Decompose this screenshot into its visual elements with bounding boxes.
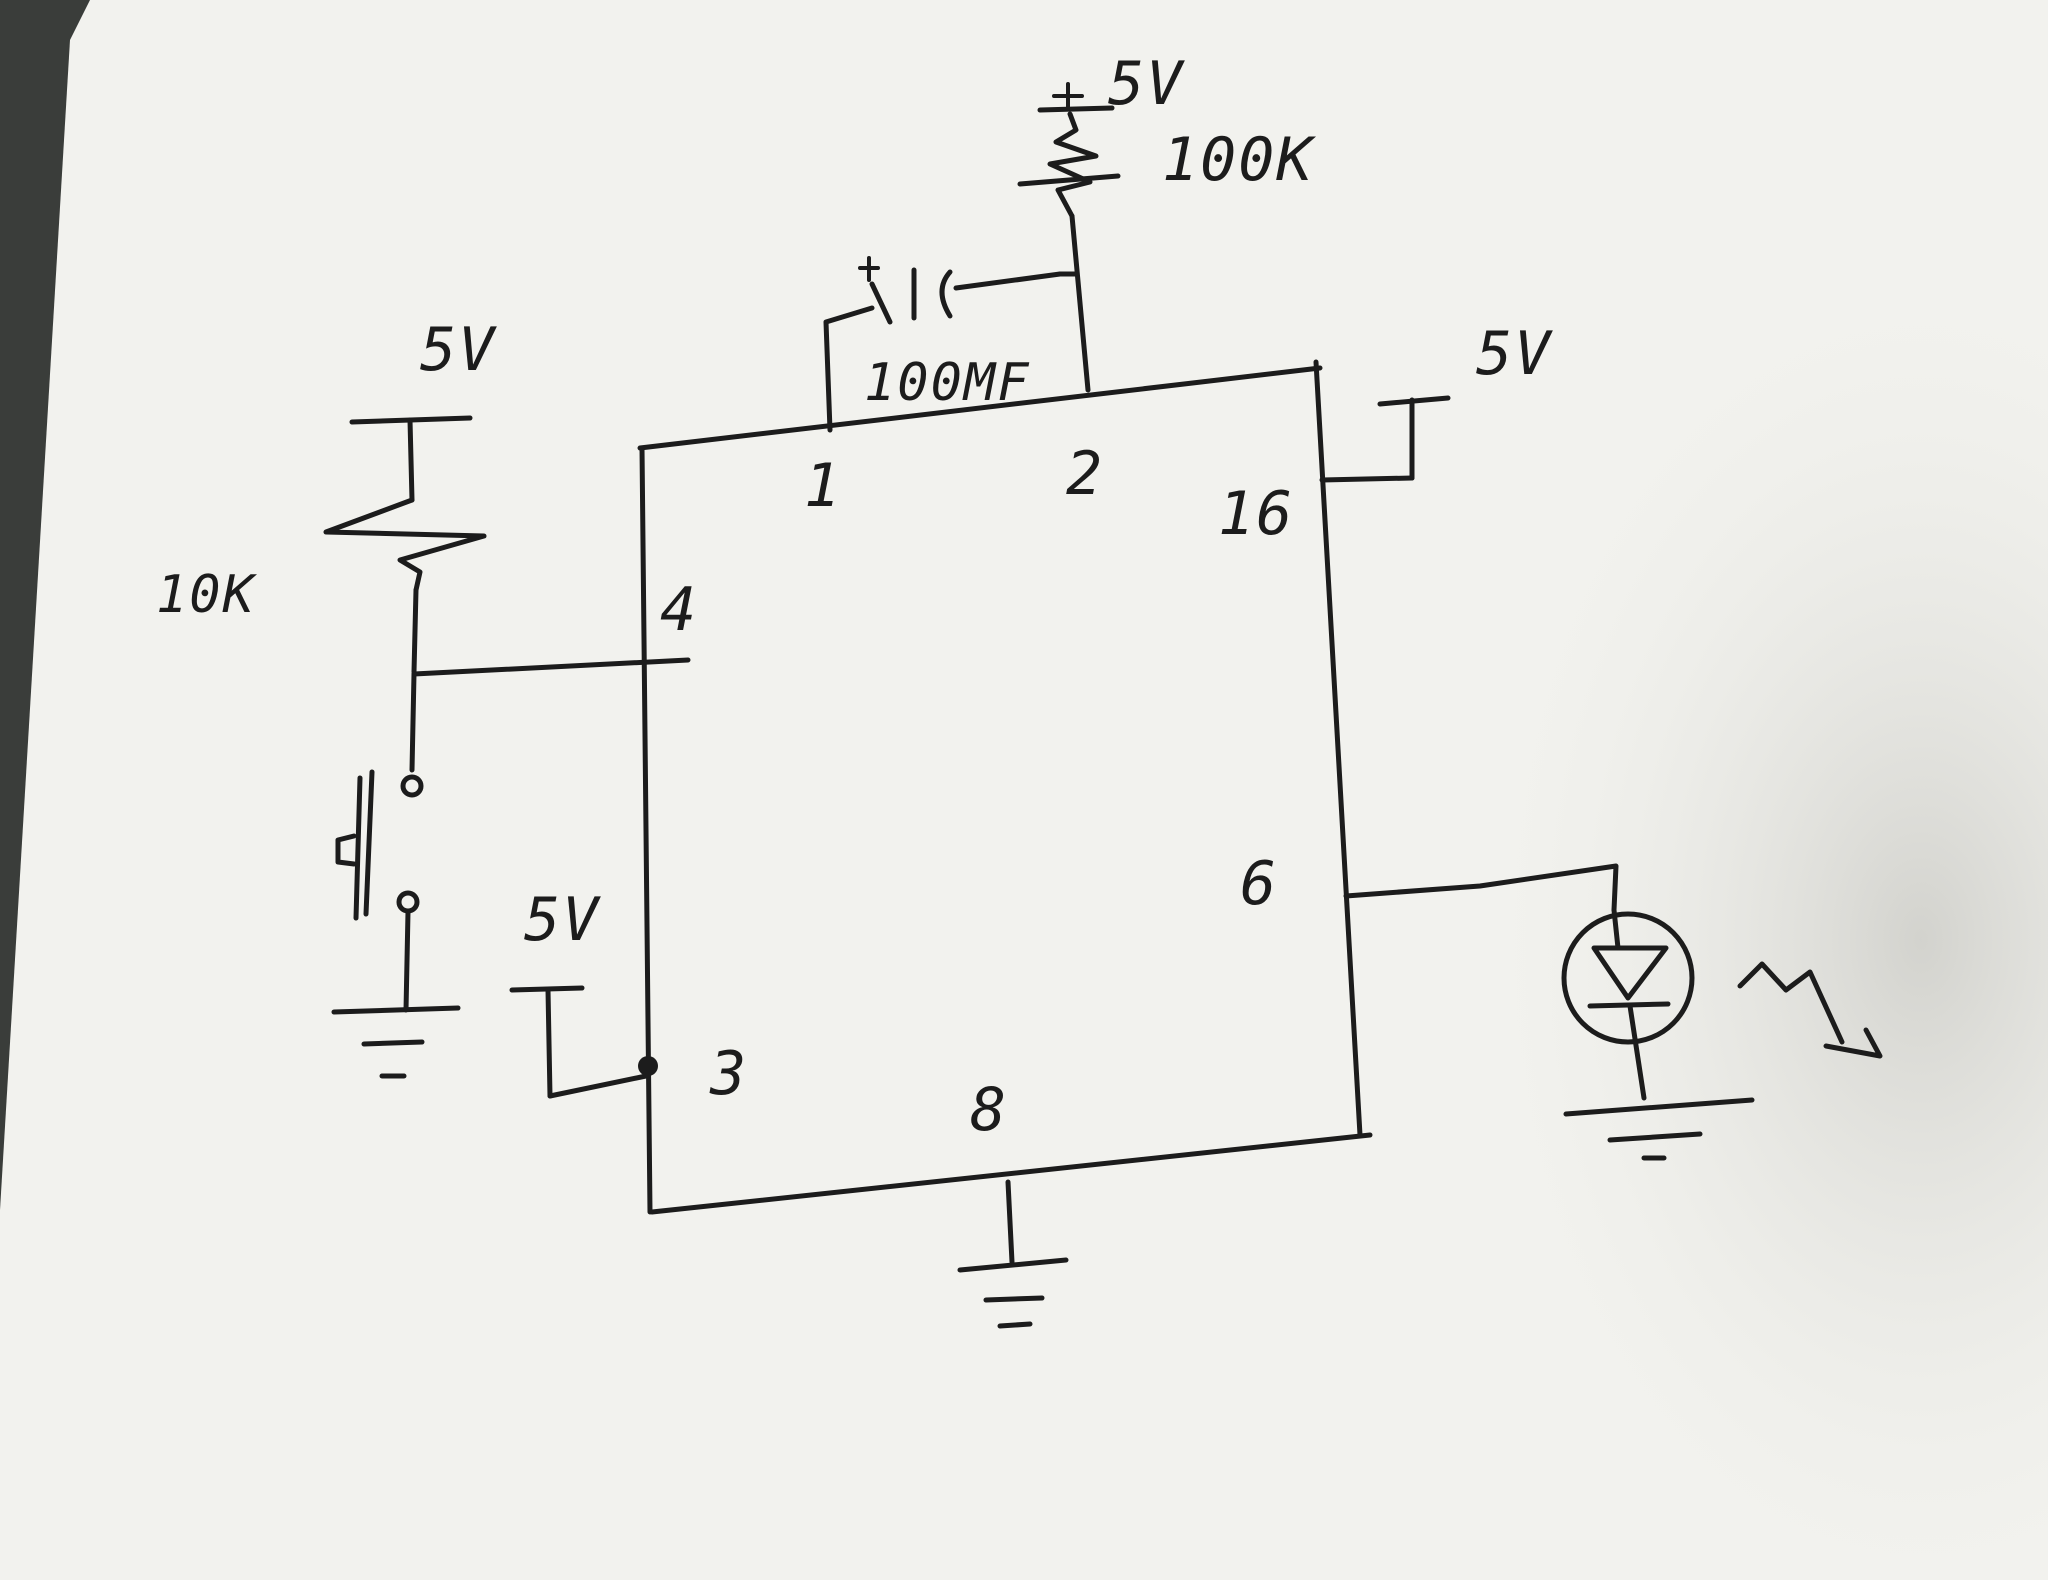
left-supply-bar [349, 415, 473, 503]
pin3-wire [509, 985, 658, 1099]
ground-icon-bottom [957, 1257, 1069, 1329]
paper-shadow [1200, 300, 2048, 1580]
pin4-wire [411, 587, 691, 677]
pin1-wire [823, 305, 875, 433]
pin-label-6: 6 [1240, 849, 1278, 919]
label-resistor-10k: 10K [156, 565, 258, 625]
pin16-wire [1319, 395, 1451, 483]
pin-label-3: 3 [709, 1039, 748, 1109]
resistor-100k-icon [1017, 82, 1121, 219]
resistor-10k-icon [323, 497, 487, 593]
label-resistor-100k: 100K [1162, 125, 1316, 195]
label-capacitor: 100MF [864, 353, 1031, 413]
ground-icon-left [331, 1005, 461, 1079]
label-supply-top: 5V [1108, 49, 1185, 119]
label-supply-pin3: 5V [524, 885, 601, 955]
pin-label-1: 1 [804, 451, 842, 521]
label-supply-right: 5V [1476, 319, 1553, 389]
pin-label-16: 16 [1218, 479, 1294, 549]
led-icon [1561, 907, 1883, 1101]
pin8-wire [1005, 1179, 1015, 1265]
ground-icon-right [1563, 1097, 1755, 1161]
pin-label-4: 4 [660, 575, 698, 645]
pin-label-2: 2 [1066, 439, 1104, 509]
push-button-switch-icon [335, 671, 424, 1013]
pin2-wire [1057, 213, 1091, 393]
capacitor-icon [858, 256, 1063, 325]
ic-chip-body [637, 359, 1373, 1215]
pin6-wire [1343, 863, 1619, 913]
label-supply-left: 5V [420, 315, 497, 385]
pin-label-8: 8 [970, 1075, 1008, 1145]
